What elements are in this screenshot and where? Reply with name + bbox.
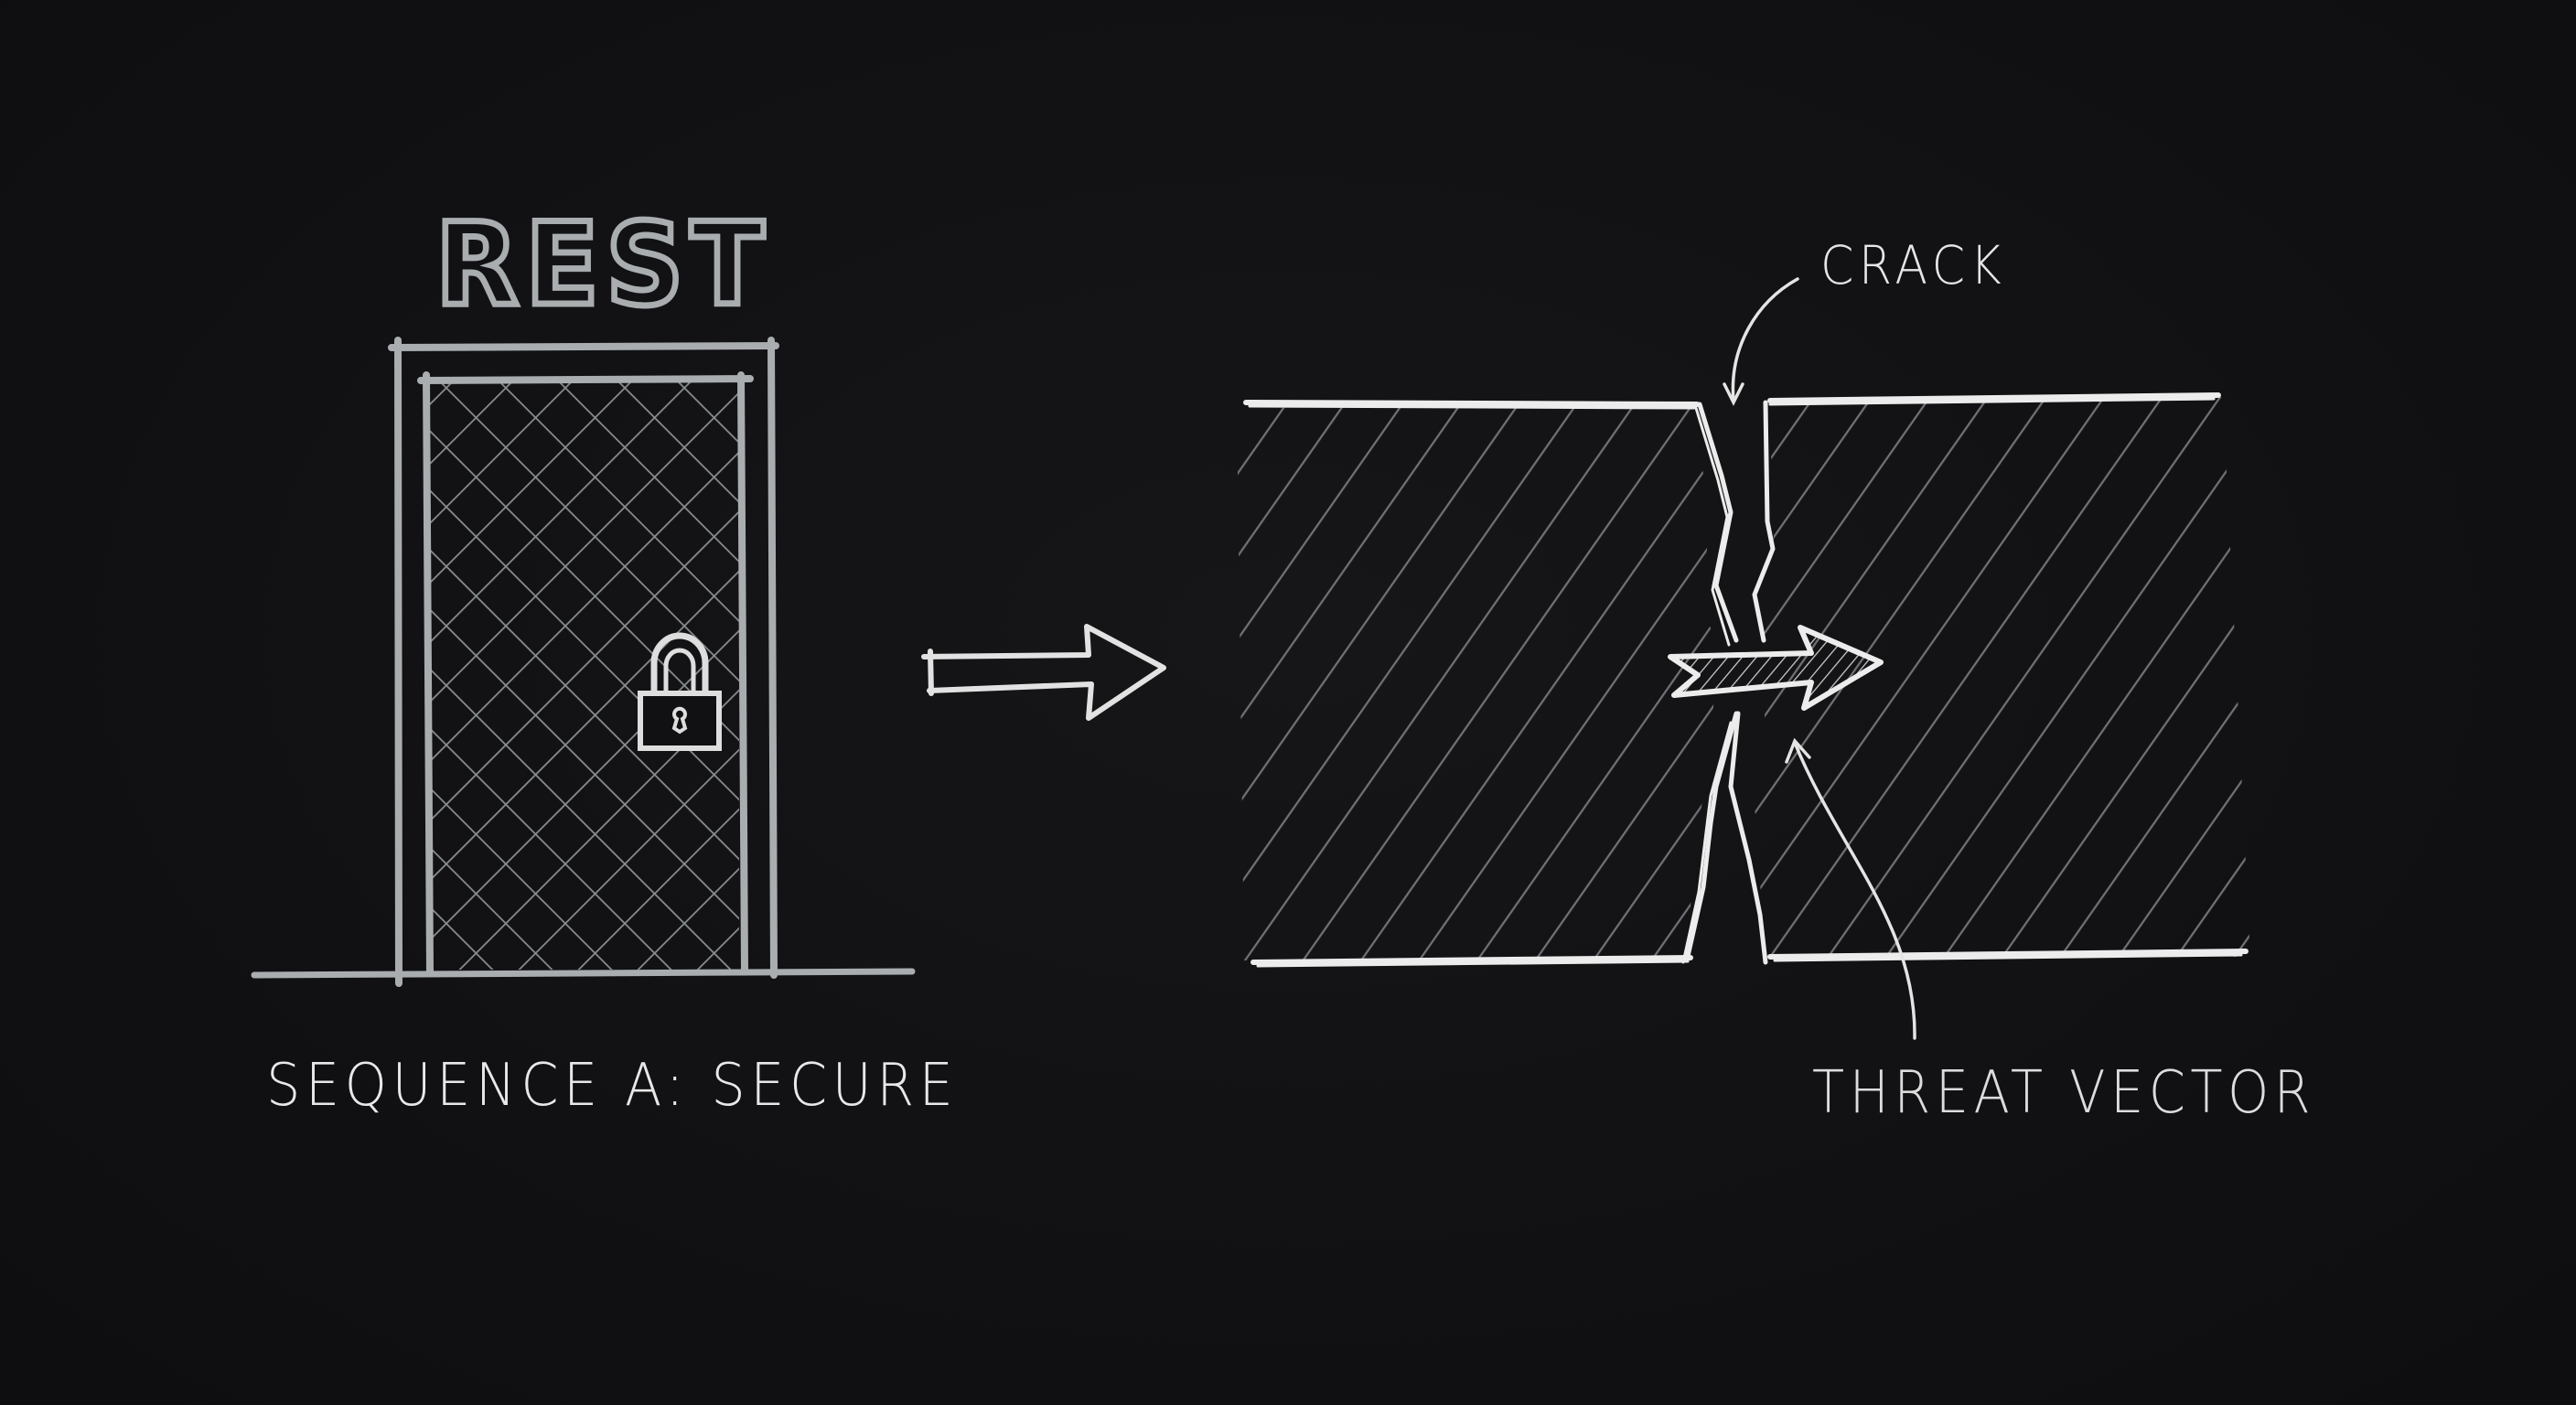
- door: [251, 337, 916, 987]
- padlock-icon: [638, 632, 722, 751]
- rest-title: REST: [433, 197, 771, 335]
- sequence-caption: SEQUENCE A: SECURE: [266, 1052, 959, 1120]
- crack-pointer-arrow: [1723, 277, 1799, 406]
- door-panel-hatch: [428, 382, 739, 970]
- crack-label: CRACK: [1820, 234, 2007, 296]
- floor-line: [251, 968, 916, 979]
- door-panel-border: [417, 371, 754, 977]
- right-arrow-icon: [921, 624, 1166, 721]
- wall-right-hatch: [1755, 397, 2250, 959]
- crack: [1681, 400, 1776, 965]
- threat-pointer-arrow: [1785, 737, 1916, 1040]
- threat-arrow-icon: [1668, 625, 1884, 711]
- wall: [1237, 392, 2250, 968]
- wall-left-hatch: [1237, 406, 1715, 960]
- threat-vector-label: THREAT VECTOR: [1812, 1059, 2316, 1127]
- door-frame: [388, 337, 779, 987]
